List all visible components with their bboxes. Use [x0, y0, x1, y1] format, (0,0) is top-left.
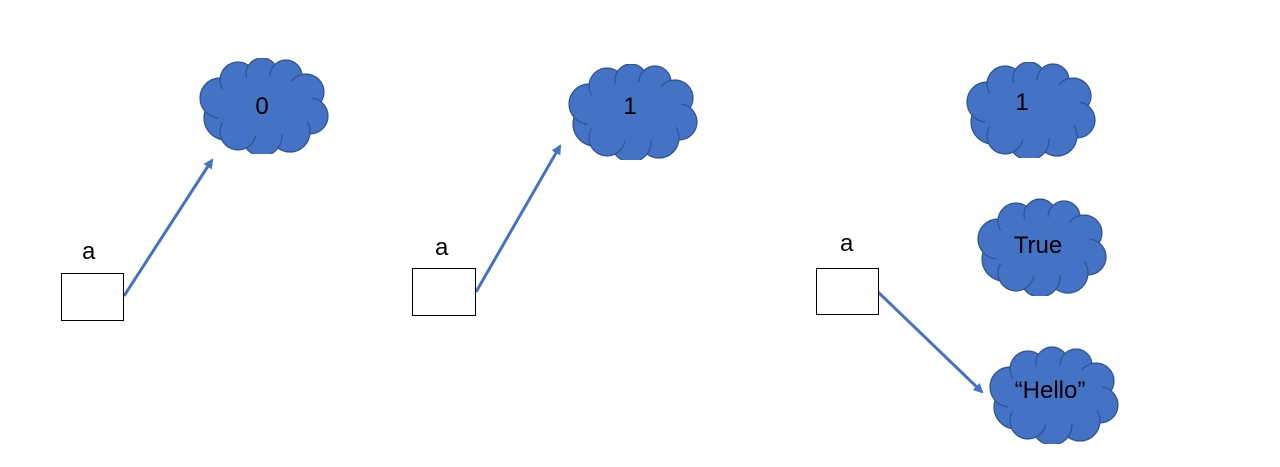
panel-3: 1 True “Hello”: [876, 62, 1119, 444]
panel-1: 0: [122, 58, 329, 297]
cloud-label: 1: [1015, 89, 1028, 116]
variable-box: [61, 273, 124, 321]
reference-arrow: [474, 144, 562, 293]
variable-label: a: [82, 238, 96, 265]
variable-box: [816, 268, 879, 315]
reference-arrow: [876, 290, 984, 394]
variable-label: a: [435, 234, 449, 261]
cloud-label: “Hello”: [1015, 377, 1086, 404]
cloud-label: True: [1014, 232, 1062, 259]
panel-2: 1: [474, 64, 698, 293]
cloud-label: 0: [255, 93, 268, 120]
variable-box: [412, 268, 476, 316]
variable-label: a: [840, 230, 854, 257]
reference-arrow: [122, 158, 214, 297]
cloud-label: 1: [623, 93, 636, 120]
cloud-object-1: [966, 62, 1096, 158]
